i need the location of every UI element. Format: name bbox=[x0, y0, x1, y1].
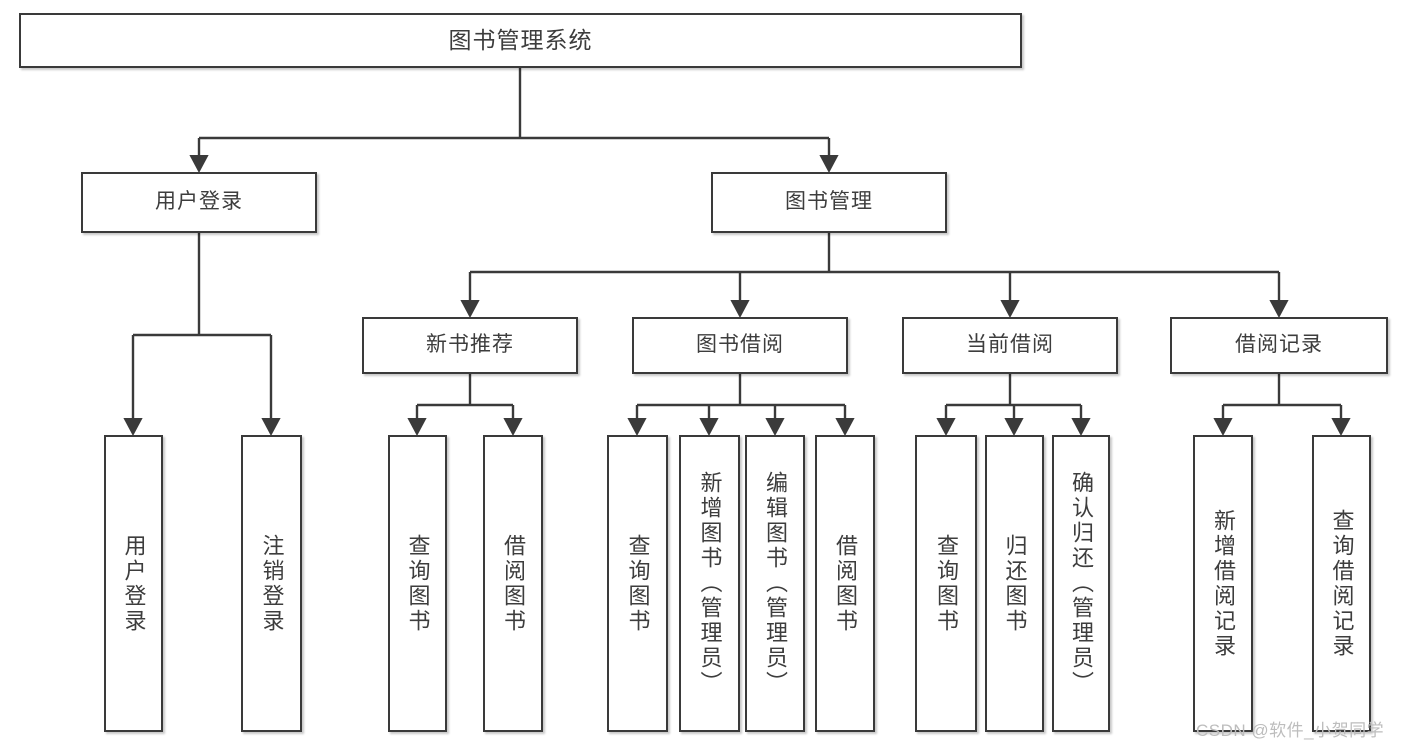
node-label: 当前借阅 bbox=[966, 333, 1054, 357]
node-label: 图书管理系统 bbox=[448, 27, 593, 54]
node-leaf-cur-return[interactable]: 归还图书 bbox=[985, 435, 1044, 732]
node-leaf-rec-add[interactable]: 新增借阅记录 bbox=[1193, 435, 1253, 732]
node-label: 用户登录 bbox=[155, 190, 243, 214]
node-label: 借阅记录 bbox=[1235, 333, 1323, 357]
node-book-borrow[interactable]: 图书借阅 bbox=[632, 317, 848, 374]
node-book-manage[interactable]: 图书管理 bbox=[711, 172, 947, 233]
node-label: 新书推荐 bbox=[426, 333, 514, 357]
node-leaf-rec-query2[interactable]: 查询借阅记录 bbox=[1312, 435, 1371, 732]
node-leaf-rec-query[interactable]: 查询图书 bbox=[388, 435, 447, 732]
node-label: 查询图书 bbox=[405, 533, 431, 634]
node-current-borrow[interactable]: 当前借阅 bbox=[902, 317, 1118, 374]
csdn-watermark: CSDN @软件_小贺同学 bbox=[1196, 721, 1385, 740]
node-label: 注销登录 bbox=[259, 533, 285, 634]
node-leaf-user-login[interactable]: 用户登录 bbox=[104, 435, 163, 732]
node-leaf-rec-borrow[interactable]: 借阅图书 bbox=[483, 435, 543, 732]
node-leaf-borrow-add[interactable]: 新增图书（管理员） bbox=[679, 435, 740, 732]
node-leaf-borrow-lend[interactable]: 借阅图书 bbox=[815, 435, 875, 732]
node-label: 用户登录 bbox=[121, 533, 147, 634]
node-new-book-rec[interactable]: 新书推荐 bbox=[362, 317, 578, 374]
node-leaf-cur-query[interactable]: 查询图书 bbox=[915, 435, 977, 732]
node-leaf-borrow-query[interactable]: 查询图书 bbox=[607, 435, 668, 732]
node-label: 编辑图书（管理员） bbox=[763, 471, 788, 696]
node-leaf-cur-confirm[interactable]: 确认归还（管理员） bbox=[1052, 435, 1110, 732]
node-label: 图书借阅 bbox=[696, 333, 784, 357]
node-label: 确认归还（管理员） bbox=[1069, 471, 1094, 696]
node-leaf-borrow-edit[interactable]: 编辑图书（管理员） bbox=[745, 435, 805, 732]
node-user-login[interactable]: 用户登录 bbox=[81, 172, 317, 233]
node-label: 查询图书 bbox=[934, 533, 959, 634]
node-borrow-record[interactable]: 借阅记录 bbox=[1170, 317, 1388, 374]
node-label: 归还图书 bbox=[1002, 533, 1028, 634]
node-label: 查询借阅记录 bbox=[1329, 508, 1355, 659]
node-label: 新增图书（管理员） bbox=[697, 471, 723, 696]
node-label: 新增借阅记录 bbox=[1211, 508, 1236, 659]
node-label: 借阅图书 bbox=[833, 533, 858, 634]
node-root[interactable]: 图书管理系统 bbox=[19, 13, 1022, 68]
node-label: 图书管理 bbox=[785, 190, 873, 214]
node-label: 借阅图书 bbox=[501, 533, 526, 634]
node-label: 查询图书 bbox=[625, 533, 651, 634]
node-leaf-user-logout[interactable]: 注销登录 bbox=[241, 435, 302, 732]
